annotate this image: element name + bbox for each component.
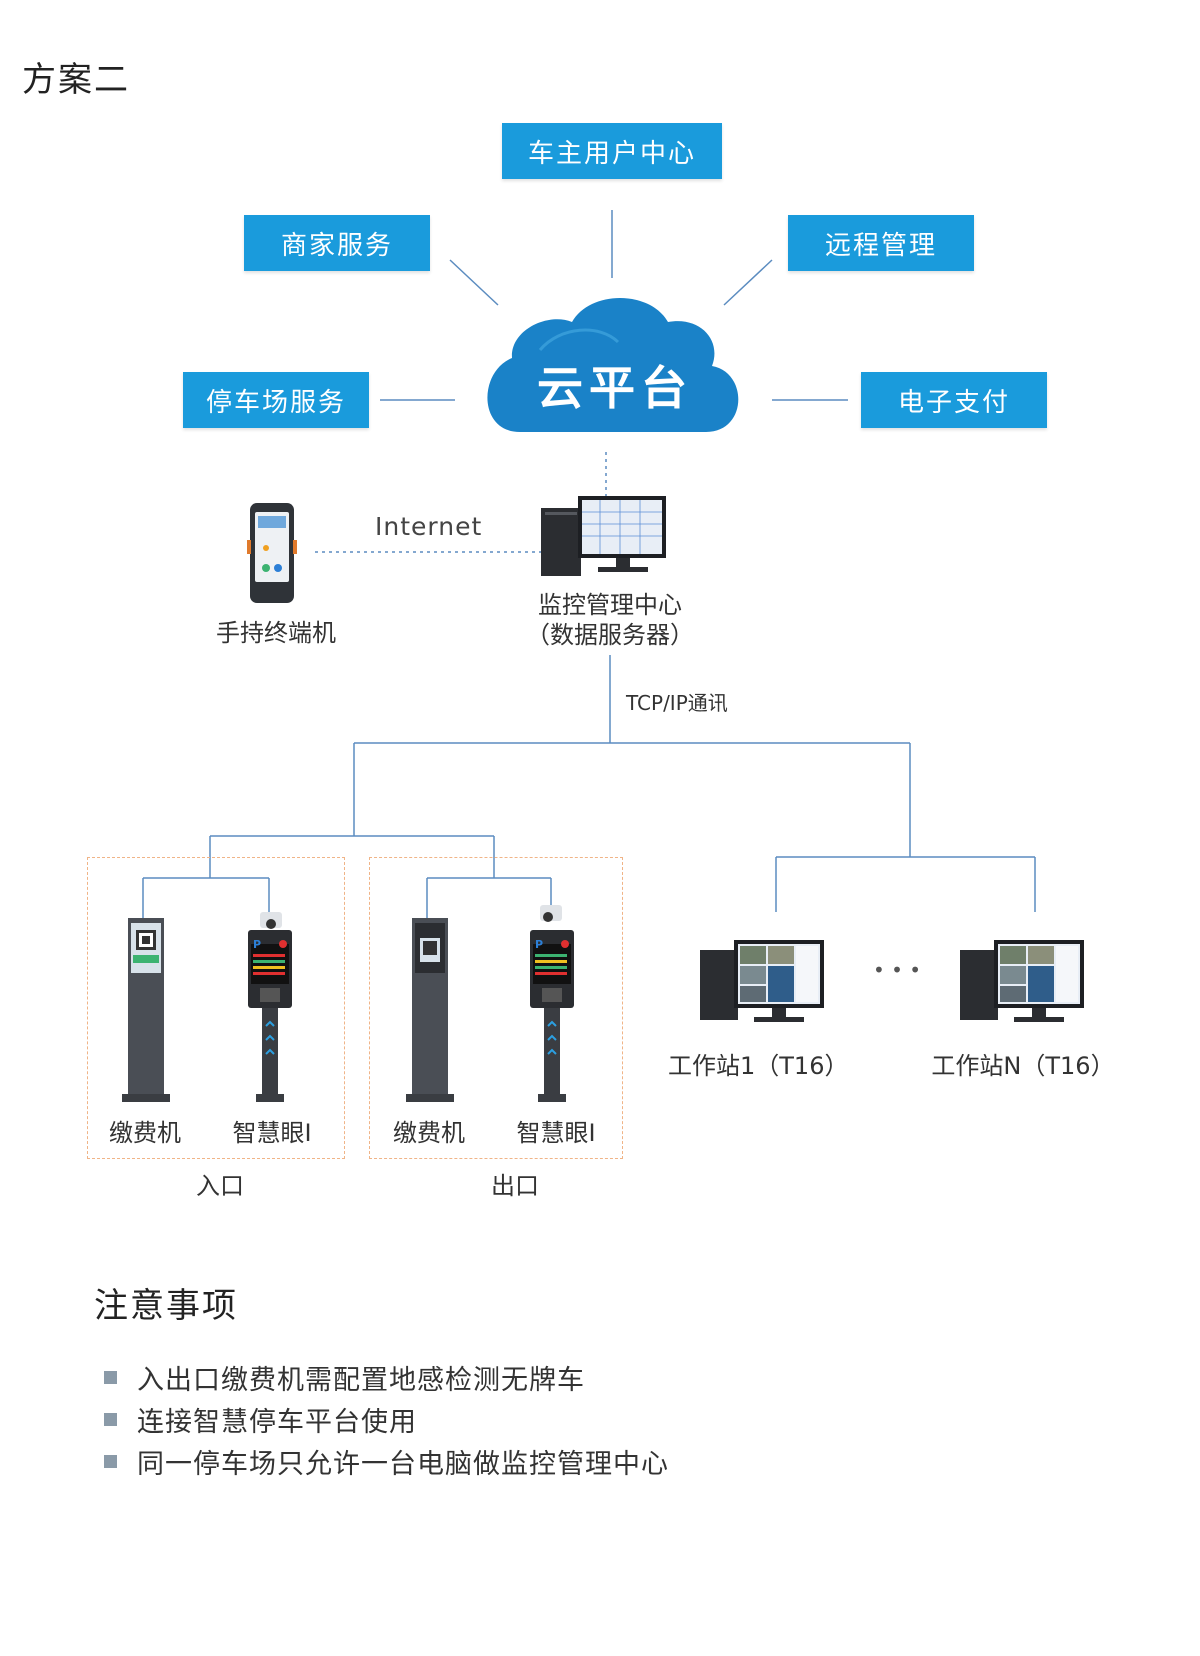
cloud-shape [487, 298, 739, 432]
connector-remote [723, 259, 773, 306]
server-label-line2: （数据服务器） [526, 621, 694, 649]
svg-text:P: P [253, 938, 261, 951]
note-item: 同一停车场只允许一台电脑做监控管理中心 [104, 1442, 669, 1481]
cloud-label: 云平台 [537, 361, 693, 415]
workstation-n-icon [960, 940, 1084, 1022]
service-parking: 停车场服务 [183, 372, 369, 428]
bullet-square-icon [104, 1371, 117, 1384]
service-owner-center: 车主用户中心 [502, 123, 722, 179]
workstation-ellipsis: • • • [872, 958, 922, 982]
exit-label: 出口 [491, 1172, 539, 1200]
dashed-connectors [315, 452, 607, 553]
desktop-computer-icon [541, 496, 666, 576]
entrance-pay-machine-label: 缴费机 [109, 1119, 181, 1147]
entrance-label: 入口 [196, 1172, 244, 1200]
entrance-smart-eye-icon: P [248, 912, 292, 1102]
service-connectors [380, 210, 848, 401]
entrance-group-box [87, 857, 345, 1159]
service-merchant: 商家服务 [244, 215, 430, 271]
tcp-ip-label: TCP/IP通讯 [626, 691, 728, 715]
notes-title: 注意事项 [94, 1286, 238, 1326]
svg-text:P: P [535, 938, 543, 951]
note-text: 连接智慧停车平台使用 [137, 1407, 417, 1438]
service-remote-management: 远程管理 [788, 215, 974, 271]
entrance-smart-eye-label: 智慧眼Ⅰ [232, 1119, 312, 1147]
service-e-payment: 电子支付 [861, 372, 1047, 428]
note-item: 连接智慧停车平台使用 [104, 1400, 417, 1439]
exit-smart-eye-icon: P [530, 905, 574, 1102]
note-item: 入出口缴费机需配置地感检测无牌车 [104, 1358, 585, 1397]
workstation-n-label: 工作站N（T16） [931, 1052, 1115, 1080]
server-label-line1: 监控管理中心 [538, 591, 682, 619]
exit-pay-machine-label: 缴费机 [393, 1119, 465, 1147]
connector-merchant [449, 259, 499, 306]
workstation-1-label: 工作站1（T16） [668, 1052, 849, 1080]
page-title: 方案二 [22, 60, 130, 100]
handheld-label: 手持终端机 [216, 619, 336, 647]
exit-group-box [369, 857, 623, 1159]
exit-pay-machine-icon [406, 918, 454, 1102]
note-text: 同一停车场只允许一台电脑做监控管理中心 [137, 1449, 669, 1480]
note-text: 入出口缴费机需配置地感检测无牌车 [137, 1365, 585, 1396]
internet-label: Internet [375, 512, 483, 541]
bullet-square-icon [104, 1413, 117, 1426]
exit-smart-eye-label: 智慧眼Ⅰ [516, 1119, 596, 1147]
bullet-square-icon [104, 1455, 117, 1468]
entrance-pay-machine-icon [122, 918, 170, 1102]
handheld-terminal-icon [247, 503, 297, 603]
workstation-1-icon [700, 940, 824, 1022]
